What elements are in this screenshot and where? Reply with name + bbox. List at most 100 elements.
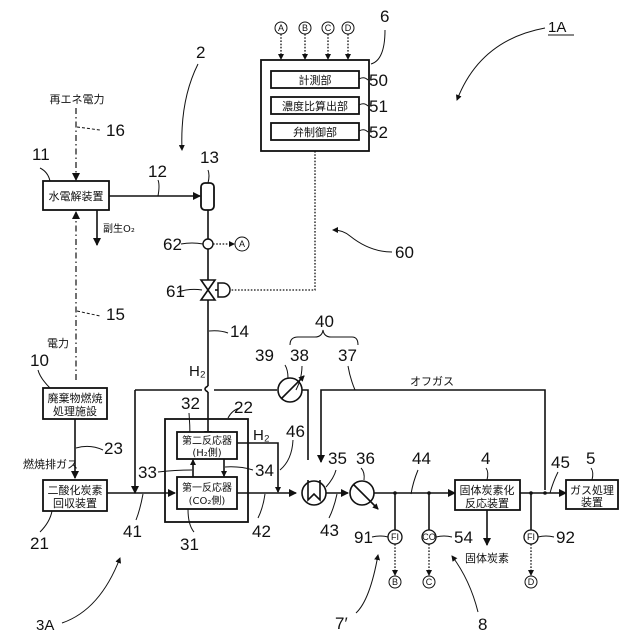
leader-91 (372, 536, 388, 537)
svg-text:D: D (345, 23, 352, 33)
svg-text:C: C (325, 23, 332, 33)
exhaust-gas-label: 燃焼排ガス (23, 457, 78, 471)
svg-text:3A: 3A (36, 617, 54, 634)
offgas-branch-point (543, 491, 547, 495)
leader-54 (436, 536, 452, 537)
leader-92 (538, 536, 554, 537)
svg-text:A: A (278, 23, 284, 33)
ref-34: 34 (255, 461, 274, 480)
svg-text:A: A (239, 239, 245, 249)
svg-text:60: 60 (395, 243, 414, 262)
ref-35: 35 (328, 449, 347, 468)
svg-text:CO: CO (422, 532, 436, 542)
bracket-40 (290, 330, 358, 345)
leader-46 (280, 440, 293, 470)
line-crossover (205, 386, 208, 392)
ref-42: 42 (252, 522, 271, 541)
leader-41 (136, 494, 143, 520)
svg-text:8: 8 (478, 615, 487, 634)
concentration-ratio-unit-label: 濃度比算出部 (282, 99, 348, 113)
leader-33 (158, 470, 192, 472)
leader-16 (77, 127, 100, 130)
ref-10: 10 (30, 351, 49, 370)
flow-meter-92: FI (524, 530, 538, 544)
solid-carbon-reactor-label-1: 固体炭素化 (460, 483, 515, 497)
ref-33: 33 (138, 463, 157, 482)
ref-5: 5 (586, 449, 595, 468)
leader-39 (285, 365, 288, 378)
leader-10 (38, 370, 50, 388)
leader-4 (486, 468, 488, 480)
ref-43: 43 (320, 521, 339, 540)
controller-6: 計測部 濃度比算出部 弁制御部 50 51 52 6 A B C D (261, 7, 389, 151)
gas-treatment-label-2: 装置 (581, 496, 603, 509)
ref-45: 45 (551, 453, 570, 472)
ref-92: 92 (556, 528, 575, 547)
h2-tank (201, 183, 214, 210)
ref-6: 6 (380, 7, 389, 26)
ref-4: 4 (481, 449, 490, 468)
ref-37: 37 (338, 346, 357, 365)
leader-42 (258, 494, 265, 518)
leader-14 (209, 331, 228, 333)
ref-16: 16 (106, 121, 125, 140)
ref-31: 31 (180, 535, 199, 554)
offgas-line-37 (321, 390, 545, 490)
signal-input-C: C (322, 22, 334, 59)
leader-11 (40, 168, 50, 181)
signal-output-B: B (389, 576, 401, 588)
leader-5 (591, 468, 593, 480)
ref-62: 62 (163, 235, 182, 254)
leader-6 (371, 30, 385, 64)
ref-11: 11 (32, 145, 50, 164)
system-ref-1A: 1A (457, 19, 574, 100)
ref-91: 91 (354, 528, 373, 547)
ref-21: 21 (30, 534, 49, 553)
svg-text:D: D (528, 577, 535, 587)
ref-38: 38 (290, 346, 309, 365)
ref-15: 15 (106, 305, 125, 324)
signal-input-A: A (275, 22, 287, 59)
ref-13: 13 (200, 148, 219, 167)
ref-14: 14 (230, 322, 249, 341)
ref-40: 40 (315, 312, 334, 331)
flow-meter-91: FI (388, 530, 402, 544)
ref-51: 51 (369, 97, 388, 116)
h2-label-14: H₂ (189, 363, 206, 380)
svg-text:1A: 1A (548, 19, 566, 36)
signal-input-D: D (342, 22, 354, 59)
leader-35 (326, 470, 336, 487)
signal-output-C: C (423, 576, 435, 588)
ref-44: 44 (412, 449, 431, 468)
ref-41: 41 (123, 522, 142, 541)
control-valve-61[interactable] (201, 280, 230, 300)
ref-36: 36 (356, 449, 375, 468)
ref-54: 54 (454, 528, 473, 547)
subsystem-ref-2: 2 (182, 43, 206, 150)
pressure-sensor-62 (203, 239, 213, 249)
leader-36 (361, 468, 364, 480)
svg-text:B: B (392, 577, 398, 587)
renewable-power-label: 再エネ電力 (50, 93, 105, 106)
svg-text:C: C (426, 577, 433, 587)
electrolyzer-label: 水電解装置 (49, 189, 104, 203)
co-meter-54: CO (422, 530, 436, 544)
subsystem-ref-8: 8 (452, 556, 487, 634)
svg-text:7′: 7′ (335, 614, 348, 633)
ref-61: 61 (166, 282, 185, 301)
subsystem-ref-7prime: 7′ (335, 555, 378, 633)
ref-22: 22 (234, 398, 253, 417)
svg-text:FI: FI (391, 532, 399, 542)
leader-23 (76, 446, 103, 450)
waste-incinerator-label-2: 処理施設 (53, 404, 97, 418)
ref-39: 39 (255, 346, 274, 365)
heat-exchanger-35 (302, 480, 326, 505)
first-reactor-label-1: 第一反応器 (182, 481, 232, 494)
second-reactor-label-2: (H₂側) (192, 446, 221, 459)
co2-recovery-label-2: 回収装置 (53, 497, 97, 510)
svg-text:B: B (302, 23, 308, 33)
leader-15 (77, 311, 100, 316)
second-reactor-label-1: 第二反応器 (182, 434, 232, 447)
waste-incinerator-label-1: 廃棄物燃焼 (48, 391, 103, 405)
leader-44 (411, 470, 418, 494)
